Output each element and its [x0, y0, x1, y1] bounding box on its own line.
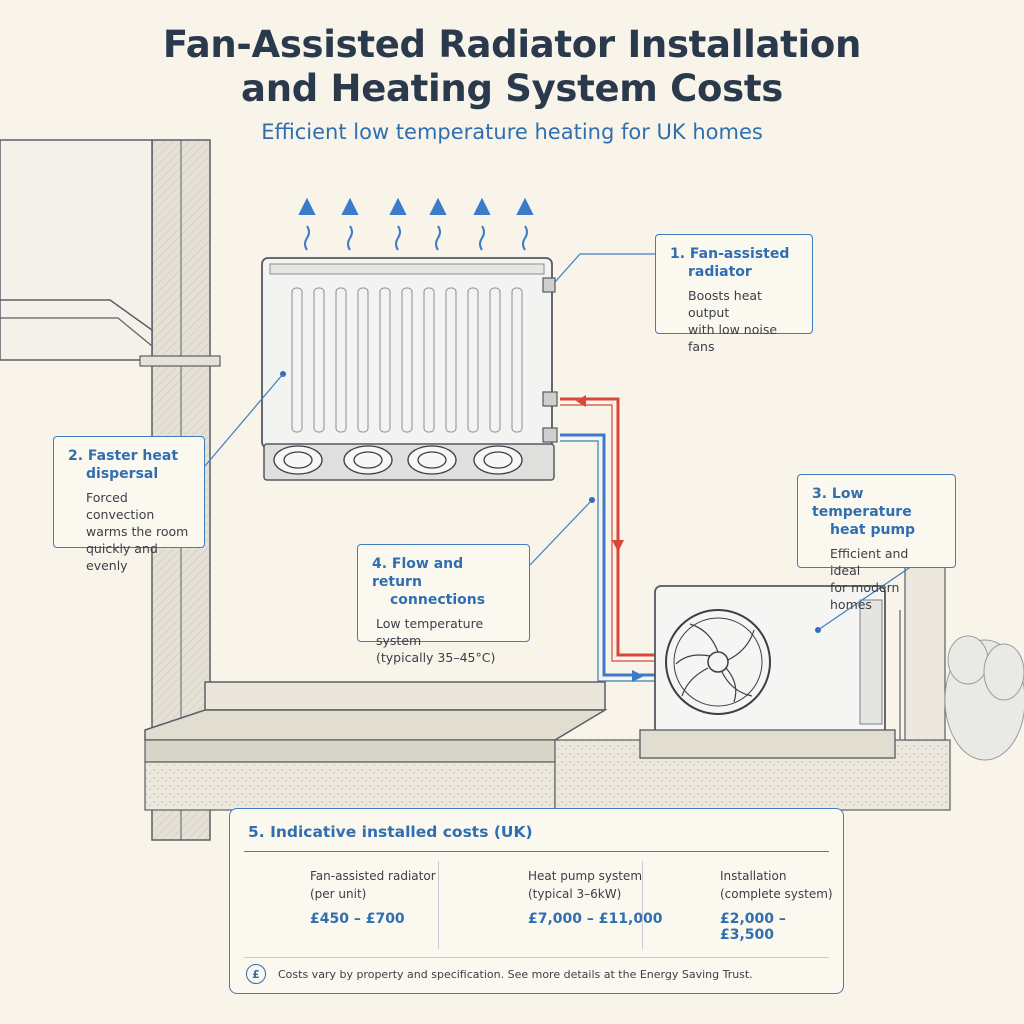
page-subtitle: Efficient low temperature heating for UK… — [261, 120, 763, 144]
cost-divider — [438, 861, 439, 949]
return-pipe — [560, 433, 655, 682]
cost-item-label: Heat pump system (typical 3–6kW) — [528, 869, 643, 901]
cost-item-price: £450 – £700 — [310, 911, 405, 927]
cost-item-radiator: Fan-assisted radiator (per unit) £450 – … — [310, 867, 440, 947]
callout-flow-and-return-connections: 4. Flow and return connections Low tempe… — [357, 544, 530, 665]
page-title-line-1: Fan-Assisted Radiator Installation — [162, 23, 862, 66]
callout-body: Efficient and ideal for modern homes — [830, 546, 909, 612]
callout-leader-lines — [204, 253, 913, 631]
cost-divider — [642, 861, 643, 949]
callout-heading: 4. Flow and return connections — [372, 556, 486, 608]
cost-item-label: Installation (complete system) — [720, 869, 833, 901]
cost-note: £ Costs vary by property and specificati… — [246, 959, 753, 989]
cost-item-label: Fan-assisted radiator (per unit) — [310, 869, 436, 901]
cost-item-price: £7,000 – £11,000 — [528, 911, 663, 927]
cost-item-installation: Installation (complete system) £2,000 – … — [720, 867, 840, 947]
cost-panel: 5. Indicative installed costs (UK) Fan-a… — [229, 808, 844, 994]
callout-heading: 2. Faster heat dispersal — [68, 448, 179, 482]
callout-faster-heat-dispersal: 2. Faster heat dispersal Forced convecti… — [53, 436, 205, 573]
callout-body: Boosts heat output with low noise fans — [688, 288, 778, 354]
callout-heading: 3. Low temperature heat pump — [812, 486, 916, 538]
garden-shrub — [944, 635, 1024, 761]
callout-body: Forced convection warms the room quickly… — [86, 490, 189, 573]
callout-body: Low temperature system (typically 35–45°… — [376, 616, 496, 665]
fan-assisted-radiator — [261, 257, 558, 481]
radiator-fan-units — [273, 445, 523, 475]
callout-low-temperature-heat-pump: 3. Low temperature heat pump Efficient a… — [797, 474, 956, 612]
callout-heading: 1. Fan-assisted radiator — [670, 246, 790, 280]
cost-panel-rule — [244, 851, 829, 852]
cost-panel-title: 5. Indicative installed costs (UK) — [248, 823, 533, 841]
cost-item-price: £2,000 – £3,500 — [720, 911, 786, 943]
cost-item-heat-pump: Heat pump system (typical 3–6kW) £7,000 … — [528, 867, 668, 947]
cost-note-text: Costs vary by property and specification… — [278, 967, 753, 981]
page-title-line-2: and Heating System Costs — [241, 67, 783, 110]
flow-pipe — [560, 395, 655, 662]
heat-rising-arrows — [298, 197, 534, 251]
cost-panel-note-rule — [244, 957, 829, 958]
pound-icon: £ — [246, 964, 266, 984]
callout-fan-assisted-radiator: 1. Fan-assisted radiator Boosts heat out… — [655, 234, 813, 354]
